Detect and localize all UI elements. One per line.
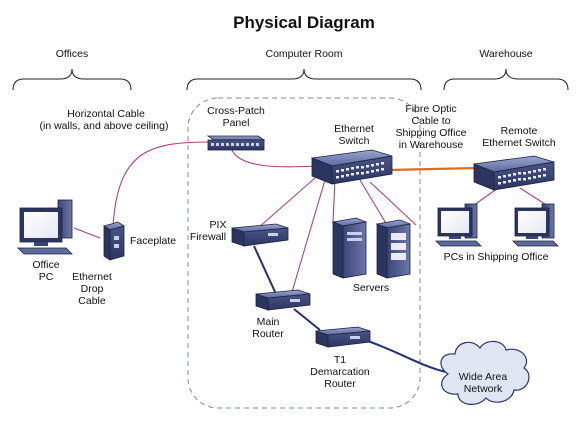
t1-demarcation-router <box>315 326 371 348</box>
faceplate-label: Faceplate <box>130 235 176 247</box>
shipping-pcs-label: PCs in Shipping Office <box>444 251 549 263</box>
computer-room-boundary <box>187 97 421 409</box>
cross-patch-panel <box>206 135 266 151</box>
switch-to-t1-cable <box>369 181 417 226</box>
pix-firewall <box>231 223 289 247</box>
router-links <box>253 245 447 373</box>
drop-cable <box>73 227 101 239</box>
offices-brace <box>12 68 132 91</box>
ethernet-switch <box>310 149 393 185</box>
warehouse-brace <box>443 68 569 91</box>
section-computer-room-label: Computer Room <box>265 48 342 60</box>
section-offices-label: Offices <box>56 48 88 60</box>
horizontal-cable <box>112 141 211 227</box>
remote-ethernet-switch <box>472 155 555 191</box>
server-tower-1 <box>331 217 368 279</box>
wide-area-network-cloud <box>440 340 530 405</box>
section-warehouse-label: Warehouse <box>479 48 532 60</box>
ethernet-cables <box>73 141 549 293</box>
switch-to-server1-cable <box>332 179 336 223</box>
office-pc <box>17 199 73 255</box>
switch-to-main-router-cable <box>291 179 326 293</box>
t1-to-wan-link <box>364 339 447 373</box>
shipping-pc-2 <box>512 203 559 247</box>
server-tower-2 <box>375 219 412 279</box>
faceplate <box>103 221 125 261</box>
patch-cable <box>231 149 317 168</box>
switch-to-server2-cable <box>359 179 388 226</box>
horizontal-cable-label: Horizontal Cable(in walls, and above cei… <box>40 108 169 132</box>
fibre-optic-cable <box>387 166 479 172</box>
firewall-to-main-router-link <box>253 245 277 295</box>
computer-room-brace <box>186 68 422 91</box>
switch-to-firewall-cable <box>257 177 316 229</box>
main-router-to-t1-link <box>293 308 321 331</box>
shipping-pc-1 <box>435 203 482 247</box>
main-router <box>255 289 311 311</box>
remote-switch-to-pc2-cable <box>519 187 549 207</box>
servers-label: Servers <box>353 282 389 294</box>
diagram-title: Physical Diagram <box>233 13 375 32</box>
